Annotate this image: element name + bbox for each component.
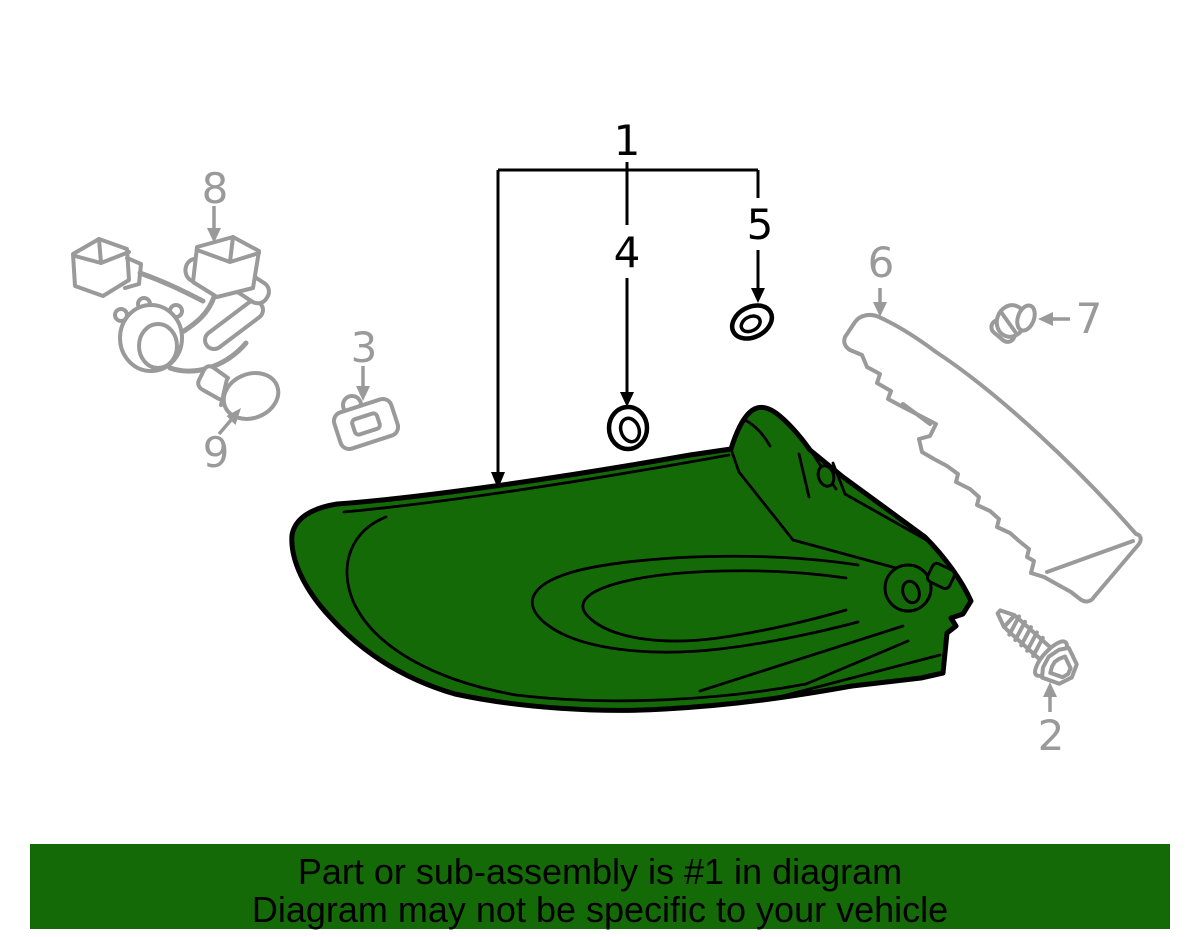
grommet-4-inner (618, 416, 642, 444)
push-pin-part (989, 303, 1037, 344)
harness-top-socket (191, 235, 261, 299)
callout-number-3: 3 (351, 323, 378, 372)
callout-number-2: 2 (1038, 711, 1065, 760)
banner-background (30, 844, 1170, 929)
screw-part (995, 608, 1079, 686)
callout-2-arrowhead (1043, 682, 1057, 697)
tail-lamp-assembly-part (289, 404, 974, 713)
lamp-wedge-line-a (698, 624, 905, 693)
callout-1-bracket (496, 162, 760, 478)
callout-1-leader (491, 162, 765, 489)
pin-slot-line (999, 310, 1018, 335)
lamp-boss1-facet-a (797, 452, 811, 499)
harness-top-socket-facets (195, 235, 261, 264)
lamp-wedge-line-b (773, 653, 942, 700)
callout-4-arrowhead (620, 392, 634, 407)
harness-left-plug-facets (73, 237, 131, 265)
callout-9-line (217, 418, 233, 436)
harness-wire-2 (181, 294, 217, 334)
clip-plate-hole (350, 411, 382, 437)
harness-round-socket (118, 303, 184, 373)
lamp-lens-contour-inner (581, 569, 848, 643)
sail-panel-outline (842, 312, 1143, 604)
sail-trim-panel-part (842, 312, 1143, 604)
harness-wire-1 (137, 270, 206, 304)
grommet-5-inner (739, 314, 762, 334)
pin-cap (1015, 303, 1037, 333)
info-banner: Part or sub-assembly is #1 in diagram Di… (30, 844, 1170, 930)
grommet-4-part (606, 404, 650, 452)
sail-panel-strip-line (1045, 539, 1135, 574)
retainer-clip-part (331, 394, 401, 451)
lamp-boss1-facet-b (831, 461, 847, 496)
clip-plate (331, 397, 401, 451)
callout-number-4: 4 (614, 228, 641, 277)
grommet-5-part (729, 303, 775, 341)
bulb-glass (221, 371, 281, 421)
tail-lamp-outline (289, 404, 974, 713)
callout-8-arrowhead (207, 228, 221, 243)
callout-number-8: 8 (202, 164, 229, 213)
lamp-rim-line (342, 453, 731, 514)
lamp-boss1-hole (816, 464, 836, 488)
bulb-base (196, 364, 230, 401)
lamp-lens-contour-mid (530, 554, 860, 654)
screw-threads (1007, 614, 1045, 659)
harness-round-socket-inner (137, 322, 179, 370)
banner-line-2: Diagram may not be specific to your vehi… (252, 889, 948, 930)
callout-number-6: 6 (868, 238, 895, 287)
callout-6-arrowhead (873, 302, 887, 317)
lamp-tab (926, 561, 956, 591)
gray-callout-leaders (207, 206, 1070, 712)
harness-top-socket-clip (183, 257, 196, 283)
bulb-joint-line (219, 377, 229, 407)
lamp-bump-facet-line (729, 447, 795, 542)
screw-hex-inner (1048, 654, 1073, 680)
callout-number-5: 5 (747, 200, 774, 249)
callout-number-1: 1 (614, 116, 641, 165)
callout-7-arrowhead (1038, 312, 1053, 326)
callout-number-9: 9 (203, 428, 230, 477)
callout-3-arrowhead (356, 386, 370, 401)
lamp-lens-contour-outer (345, 515, 910, 703)
callout-number-7: 7 (1076, 294, 1103, 343)
lamp-boss2-hole (901, 579, 921, 605)
bulb-socket-harness-part (71, 235, 271, 374)
sail-panel-slab-line (901, 402, 932, 426)
callout-5-arrowhead (751, 288, 765, 303)
lamp-bump-arc (743, 418, 772, 448)
lamp-band-line-b (843, 492, 932, 544)
lamp-band-line-a (791, 538, 898, 570)
banner-line-1: Part or sub-assembly is #1 in diagram (298, 851, 902, 892)
bulb-part (196, 364, 281, 421)
callout-9-arrowhead (226, 408, 241, 425)
callout-1-arrowhead (491, 472, 505, 489)
